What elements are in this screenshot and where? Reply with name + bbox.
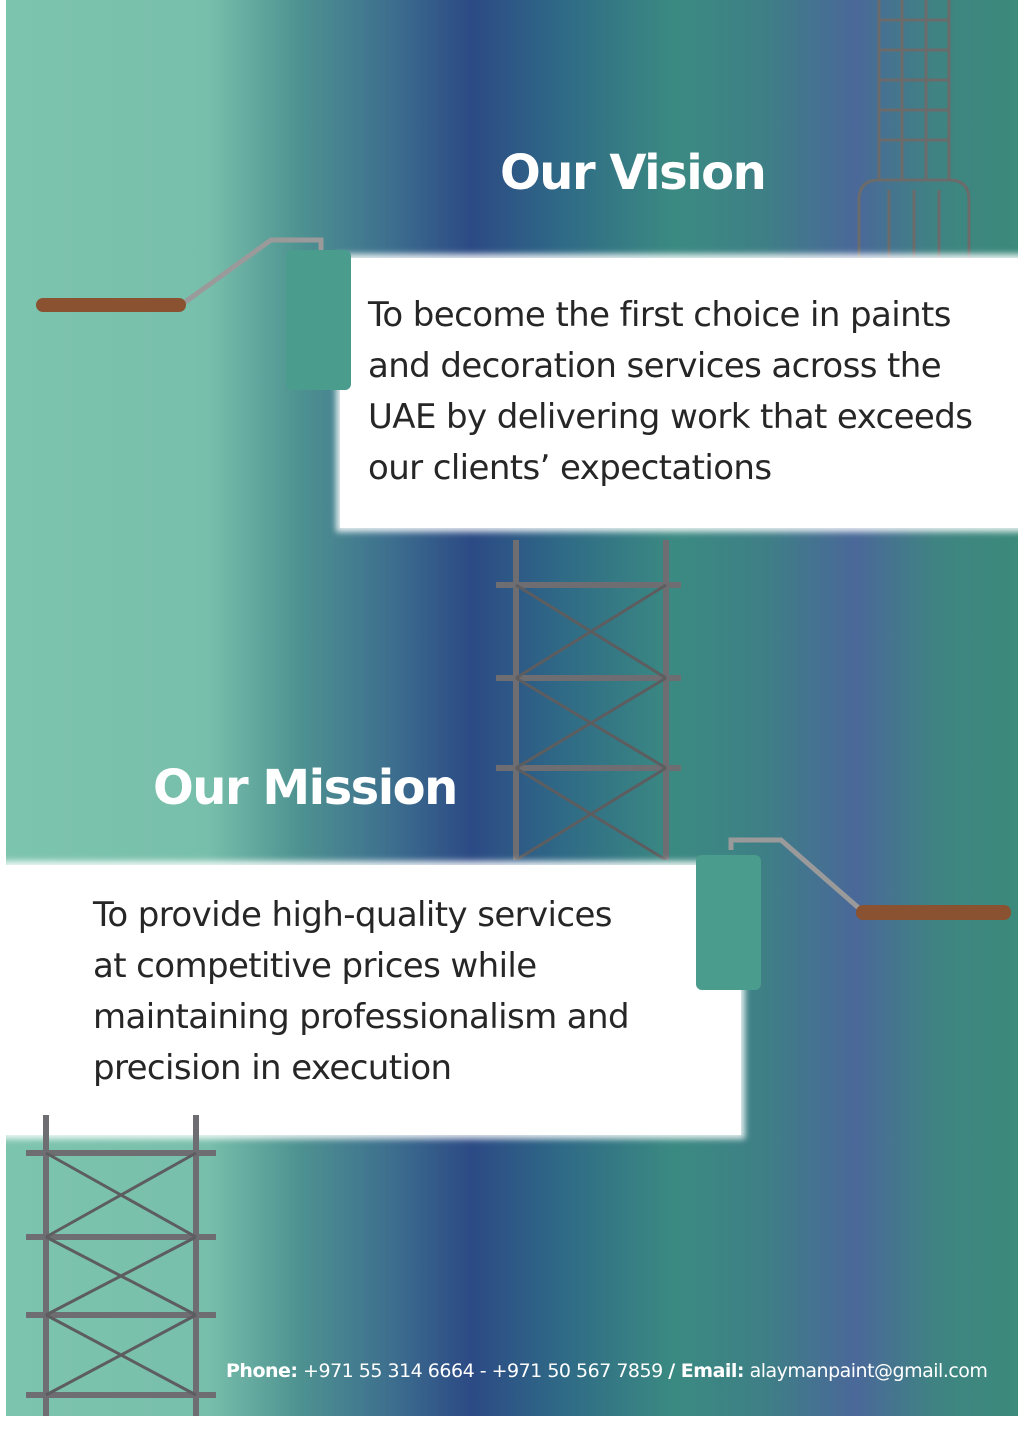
phone-label: Phone: [226,1360,298,1382]
scaffold-bottom-left-icon [26,1115,216,1416]
phone-value: +971 55 314 6664 - +971 50 567 7859 [297,1360,669,1382]
poster: Our Vision To become the first choice in… [6,0,1018,1416]
scaffold-top-right-icon [857,0,971,275]
vision-text: To become the first choice in paints and… [368,295,973,488]
paint-roller-bottom-icon [696,837,1011,990]
mission-brush-box [6,865,741,1135]
mission-text: To provide high-quality services at comp… [93,895,630,1088]
paint-roller-top-icon [36,237,351,390]
scaffold-center-icon [496,540,681,860]
mission-title: Our Mission [153,760,458,816]
vision-title: Our Vision [500,145,767,201]
vision-brush-box [340,258,1018,528]
contact-footer: Phone: +971 55 314 6664 - +971 50 567 78… [226,1360,988,1382]
email-value: alaymanpaint@gmail.com [744,1360,988,1382]
separator: / [668,1360,675,1382]
email-label: Email: [674,1360,745,1382]
